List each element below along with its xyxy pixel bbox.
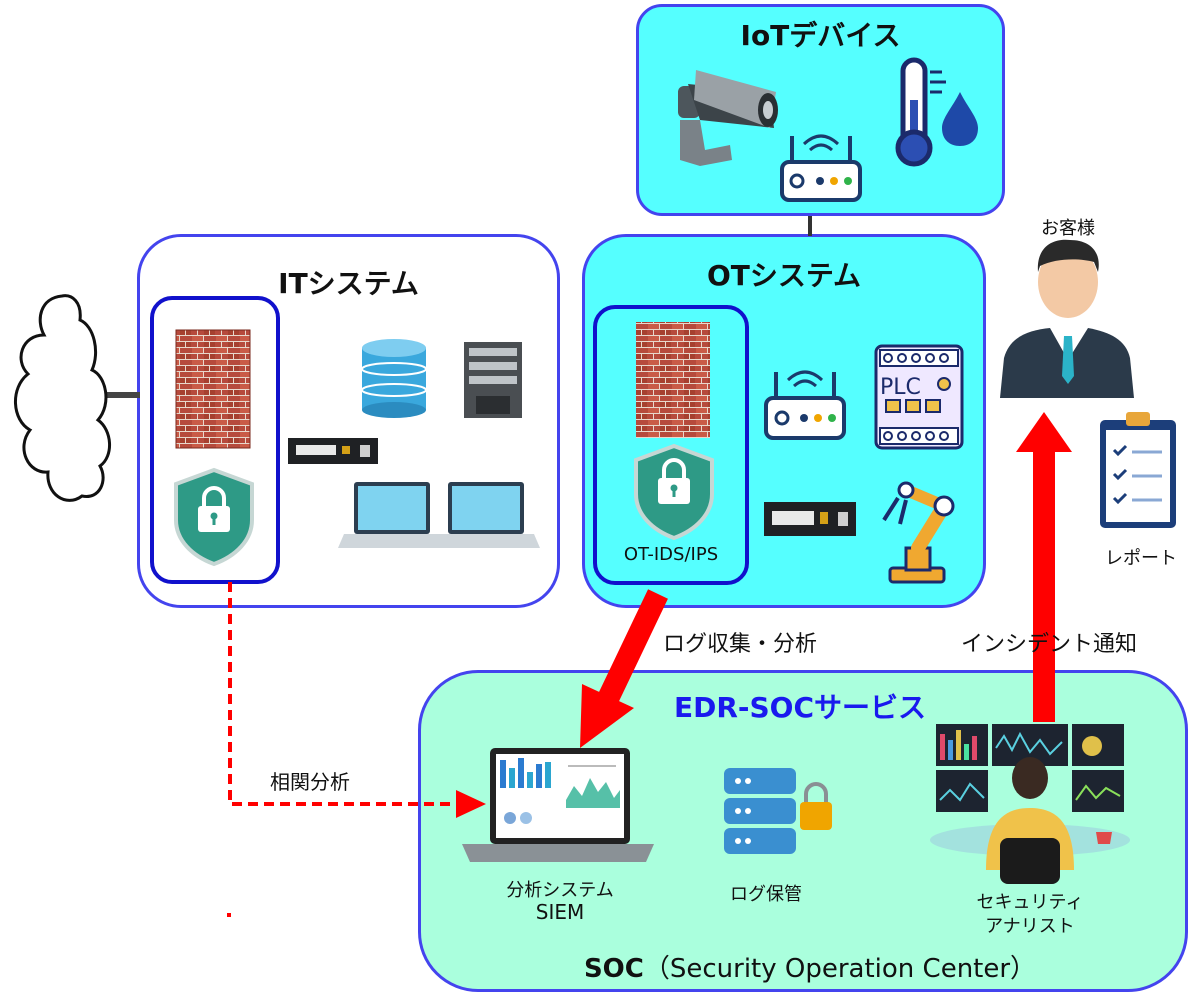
report-clipboard-icon: [1100, 412, 1176, 528]
iot-title: IoTデバイス: [740, 19, 901, 52]
report-label: レポート: [1105, 548, 1177, 569]
iot-router-icon: [780, 134, 862, 202]
log-collection-label: ログ収集・分析: [662, 632, 817, 657]
server-tower-icon: [464, 342, 522, 418]
incident-notice-label: インシデント通知: [960, 632, 1137, 657]
analyst-label-1: セキュリティ: [976, 892, 1084, 913]
ot-shield-lock-icon: [634, 443, 714, 541]
plc-icon: PLC: [874, 344, 964, 450]
analyst-label-2: アナリスト: [985, 916, 1075, 937]
thermometer-icon: [895, 57, 946, 167]
ot-security-inner-box: [593, 305, 749, 585]
ot-title: OTシステム: [706, 259, 862, 292]
internet-cloud-icon: [14, 294, 111, 502]
it-shield-lock-icon: [174, 467, 254, 567]
log-storage-icon: [724, 768, 832, 854]
ot-router-icon: [764, 370, 846, 440]
camera-icon: [678, 70, 778, 166]
security-analyst-icon: [930, 724, 1130, 884]
ot-firewall-icon: [636, 322, 710, 438]
it-security-inner-box: [150, 296, 280, 584]
soc-footer-rest: （Security Operation Center）: [643, 954, 1037, 984]
it-switch-icon: [288, 438, 378, 464]
correlation-arrow: [227, 582, 486, 917]
log-storage-label: ログ保管: [730, 884, 802, 905]
soc-service-title: EDR-SOCサービス: [673, 691, 927, 724]
robot-arm-icon: [882, 481, 955, 584]
it-title: ITシステム: [278, 267, 419, 300]
soc-footer: SOC（Security Operation Center）: [480, 948, 1140, 985]
log-collection-arrow: [580, 589, 668, 748]
customer-icon: [1000, 239, 1134, 398]
ot-ids-ips-label: OT-IDS/IPS: [623, 544, 719, 565]
laptop-icon-1: [338, 482, 446, 548]
soc-footer-bold: SOC: [583, 954, 644, 984]
it-firewall-icon: [176, 330, 250, 448]
database-icon: [361, 339, 427, 418]
siem-label-1: 分析システム: [506, 880, 614, 901]
siem-laptop-icon: [462, 748, 654, 862]
plc-label: PLC: [880, 375, 921, 400]
laptop-icon-2: [432, 482, 540, 548]
incident-notice-arrow: [1016, 412, 1072, 722]
ot-switch-icon: [764, 502, 856, 536]
siem-label-2: SIEM: [535, 900, 585, 924]
water-drop-icon: [942, 92, 978, 146]
customer-label: お客様: [1041, 218, 1095, 239]
correlation-label: 相関分析: [270, 770, 350, 794]
